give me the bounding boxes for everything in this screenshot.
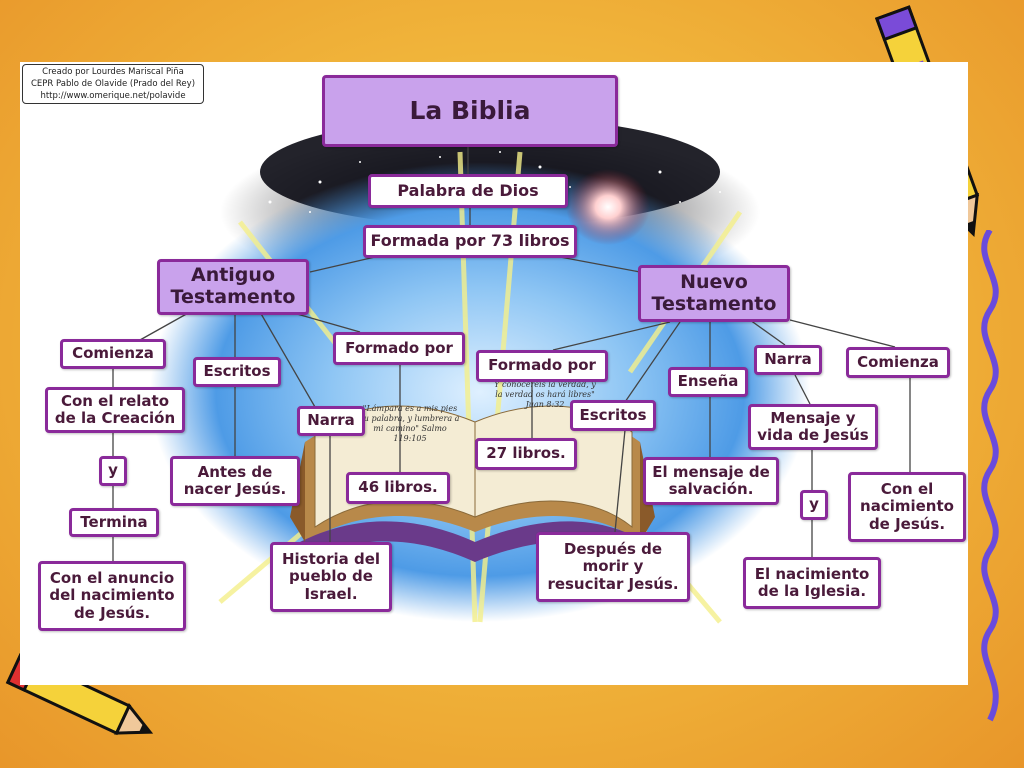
node-formada-73: Formada por 73 libros [363, 225, 577, 258]
node-nt-27: 27 libros. [475, 438, 577, 470]
node-nt-y: y [800, 490, 828, 520]
node-nt-iglesia: El nacimiento de la Iglesia. [743, 557, 881, 609]
node-at-46: 46 libros. [346, 472, 450, 504]
node-antiguo-testamento: Antiguo Testamento [157, 259, 309, 315]
credit-author: Creado por Lourdes Mariscal Piña [42, 67, 184, 77]
node-nt-nacimiento: Con el nacimiento de Jesús. [848, 472, 966, 542]
node-nt-formado: Formado por [476, 350, 608, 382]
squiggle-line-icon [981, 230, 999, 722]
node-at-y: y [99, 456, 127, 486]
node-at-narra: Narra [297, 406, 365, 436]
verse-left: "Lámpara es a mis pies tu palabra, y lum… [360, 404, 460, 443]
credit-box: Creado por Lourdes Mariscal Piña CEPR Pa… [22, 64, 204, 104]
node-nt-comienza: Comienza [846, 347, 950, 378]
node-palabra-de-dios: Palabra de Dios [368, 174, 568, 208]
node-at-comienza: Comienza [60, 339, 166, 369]
node-nt-mensaje: El mensaje de salvación. [643, 457, 779, 505]
credit-url: http://www.omerique.net/polavide [40, 91, 186, 101]
node-nt-ensena: Enseña [668, 367, 748, 397]
node-at-historia: Historia del pueblo de Israel. [270, 542, 392, 612]
node-nuevo-testamento: Nuevo Testamento [638, 265, 790, 322]
node-at-escritos: Escritos [193, 357, 281, 387]
node-at-anuncio: Con el anuncio del nacimiento de Jesús. [38, 561, 186, 631]
node-nt-narra: Narra [754, 345, 822, 375]
node-nt-vida: Mensaje y vida de Jesús [748, 404, 878, 450]
node-nt-despues: Después de morir y resucitar Jesús. [536, 532, 690, 602]
node-at-antes: Antes de nacer Jesús. [170, 456, 300, 506]
credit-school: CEPR Pablo de Olavide (Prado del Rey) [30, 79, 196, 89]
node-nt-escritos: Escritos [570, 400, 656, 431]
concept-map-slide: Creado por Lourdes Mariscal Piña CEPR Pa… [20, 62, 968, 685]
node-at-termina: Termina [69, 508, 159, 537]
node-la-biblia: La Biblia [322, 75, 618, 147]
node-at-formado: Formado por [333, 332, 465, 365]
verse-right: Y conoceréis la verdad, y la verdad os h… [494, 380, 596, 409]
node-at-relato: Con el relato de la Creación [45, 387, 185, 433]
